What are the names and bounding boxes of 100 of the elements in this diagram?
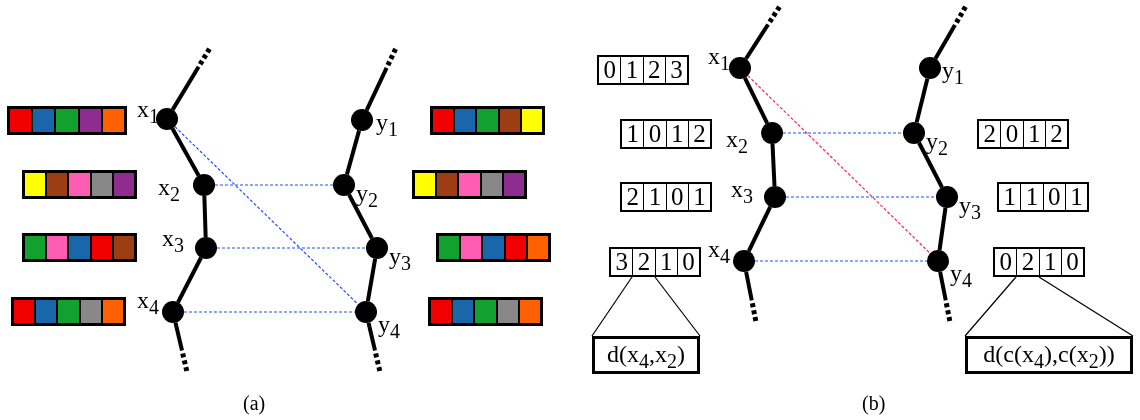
point-label: y$_{2}$ [926,129,948,160]
number-cell-text: 3 [614,249,629,275]
point-label: y$_{2}$ [356,181,378,212]
number-cell: 2 [1044,121,1067,147]
point-marker [156,108,178,130]
number-cell-text: 1 [625,121,640,147]
color-bar [428,297,543,326]
trajectory-line [366,322,383,372]
number-cell: 0 [1060,249,1083,275]
trajectory-line [171,47,212,111]
matching-line [214,184,334,186]
zoom-line [654,276,701,337]
trajectory-line [937,207,948,251]
point-marker [351,109,373,131]
point-marker [761,122,783,144]
trajectory-line [347,193,374,240]
number-cell-text: 0 [602,57,617,83]
number-cell: 0 [1042,184,1065,210]
matching-line [754,260,928,262]
number-cell: 1 [620,57,643,83]
color-bar [436,233,551,262]
point-label: x$_{4}$ [708,237,730,268]
point-label: y$_{4}$ [378,312,400,343]
trajectory-line [202,195,208,238]
number-cell: 1 [1064,184,1087,210]
number-cell: 2 [632,249,655,275]
point-marker [764,186,786,208]
matching-line [782,132,904,134]
point-marker [355,301,377,323]
point-label: x$_{2}$ [158,175,180,206]
point-label: x$_{4}$ [137,288,159,319]
point-marker [195,237,217,259]
trajectory-line [770,143,777,187]
color-bar [430,106,545,135]
zoom-line [964,276,1017,337]
number-cell: 0 [643,121,666,147]
trajectory-line [743,77,769,124]
point-marker [919,57,941,79]
number-cell: 2 [687,121,710,147]
color-bar [22,233,137,262]
trajectory-line [914,78,930,123]
number-cell: 1 [665,121,688,147]
point-label: x$_{3}$ [731,177,753,208]
color-bar [7,106,127,135]
number-cell: 0 [676,249,699,275]
point-label: y$_{1}$ [376,110,398,141]
number-cell-text: 2 [982,121,997,147]
zoom-line [1038,276,1134,337]
point-marker [193,174,215,196]
point-marker [733,250,755,272]
trajectory-line [364,47,398,111]
number-cell-text: 1 [1002,184,1017,210]
distance-box: d(c(x$_{4}$),c(x$_{2}$)) [965,336,1133,374]
number-cell: 2 [1016,249,1039,275]
matching-line [785,196,937,198]
distance-box: d(x$_{4}$,x$_{2}$) [592,336,700,374]
number-cell: 0 [665,184,688,210]
color-bar [22,170,137,199]
point-label: x$_{1}$ [708,44,730,75]
number-cell-text: 2 [625,184,640,210]
number-cell-text: 0 [998,249,1013,275]
number-cell: 1 [643,184,666,210]
point-label: y$_{1}$ [942,58,964,89]
trajectory-line [176,256,203,304]
number-cell: 1 [654,249,677,275]
panel-caption: (b) [862,392,886,415]
trajectory-line [365,258,378,302]
trajectory-line [747,206,772,252]
matching-line [747,75,931,254]
number-cell: 1 [1038,249,1061,275]
zoom-line [591,276,633,337]
point-marker [162,301,184,323]
point-label: x$_{3}$ [162,226,184,257]
point-label: x$_{2}$ [726,127,748,158]
trajectory-line [345,130,361,175]
trajectory-line [938,271,953,322]
number-cell: 1 [687,184,710,210]
number-cell: 0 [1000,121,1023,147]
number-cell: 1 [1022,121,1045,147]
point-marker [333,174,355,196]
trajectory-line [933,5,968,60]
trajectory-line [170,127,201,177]
trajectory-line [744,271,759,322]
number-cell: 1 [1020,184,1043,210]
point-label: y$_{4}$ [950,261,972,292]
point-label: y$_{3}$ [959,193,981,224]
trajectory-line [917,141,944,189]
color-bar [412,170,527,199]
point-label: y$_{3}$ [389,244,411,275]
color-bar [11,297,126,326]
number-cell: 3 [664,57,687,83]
point-label: x$_{1}$ [137,97,159,128]
point-marker [936,186,958,208]
point-marker [366,237,388,259]
trajectory-line [744,5,782,60]
point-marker [927,250,949,272]
point-marker [729,57,751,79]
matching-line [216,247,367,249]
panel-caption: (a) [243,392,266,415]
matching-line [174,126,359,305]
